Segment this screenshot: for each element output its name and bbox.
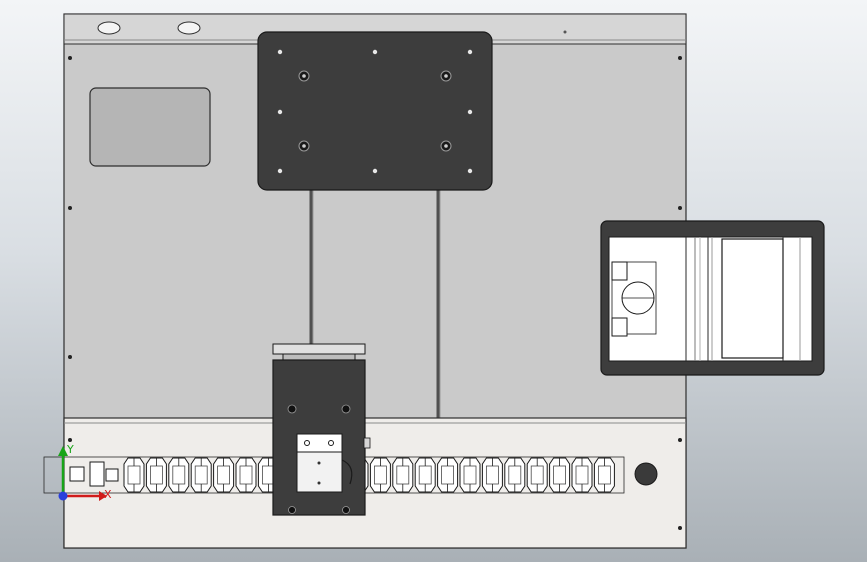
top-slot-left: [97, 21, 121, 35]
chain-link: [190, 457, 212, 493]
chain-link: [168, 457, 190, 493]
y-axis-label: Y: [66, 443, 74, 456]
chain-link: [235, 457, 257, 493]
side-module[interactable]: [600, 220, 825, 376]
chain-link: [549, 457, 571, 493]
axis-triad: X Y: [58, 443, 112, 501]
chain-link: [414, 457, 436, 493]
carriage[interactable]: [272, 343, 371, 516]
chain-link: [392, 457, 414, 493]
chain-link: [526, 457, 548, 493]
top-slot-right: [177, 21, 201, 35]
z-axis-dot: [58, 491, 68, 501]
chain-link: [145, 457, 167, 493]
chain-link: [504, 457, 526, 493]
chain-link: [213, 457, 235, 493]
chain-link: [481, 457, 503, 493]
chain-link: [123, 457, 145, 493]
chain-link: [459, 457, 481, 493]
top-mounting-plate[interactable]: [257, 31, 493, 191]
window-cutout: [89, 87, 211, 167]
end-cap-hole: [634, 462, 658, 486]
chain-link: [593, 457, 615, 493]
chain-link: [437, 457, 459, 493]
x-axis-label: X: [104, 488, 112, 501]
chain-link: [369, 457, 391, 493]
chain-link: [571, 457, 593, 493]
